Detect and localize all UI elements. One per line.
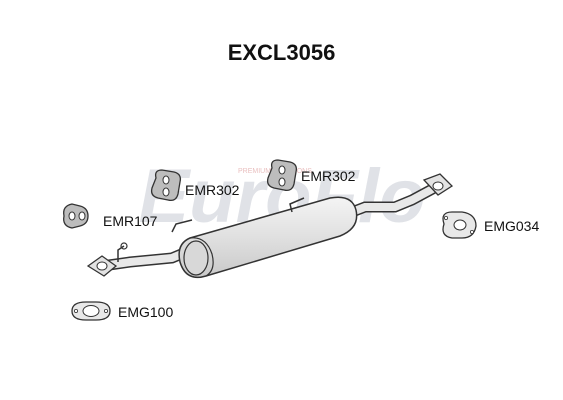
emg034-icon <box>442 211 477 239</box>
emr107-icon <box>63 203 89 229</box>
emr302-left-icon <box>150 169 182 202</box>
part-label-emr107: EMR107 <box>103 213 158 229</box>
emr302-right-icon <box>266 159 298 192</box>
part-label-emr302-right: EMR302 <box>301 168 356 184</box>
part-label-emg100: EMG100 <box>118 304 174 320</box>
page-title: EXCL3056 <box>227 40 336 65</box>
tailpipe <box>346 173 454 218</box>
part-label-emr302-left: EMR302 <box>185 182 240 198</box>
rear-silencer <box>171 196 358 279</box>
part-label-emg034: EMG034 <box>484 218 540 234</box>
emg100-icon <box>71 301 111 321</box>
